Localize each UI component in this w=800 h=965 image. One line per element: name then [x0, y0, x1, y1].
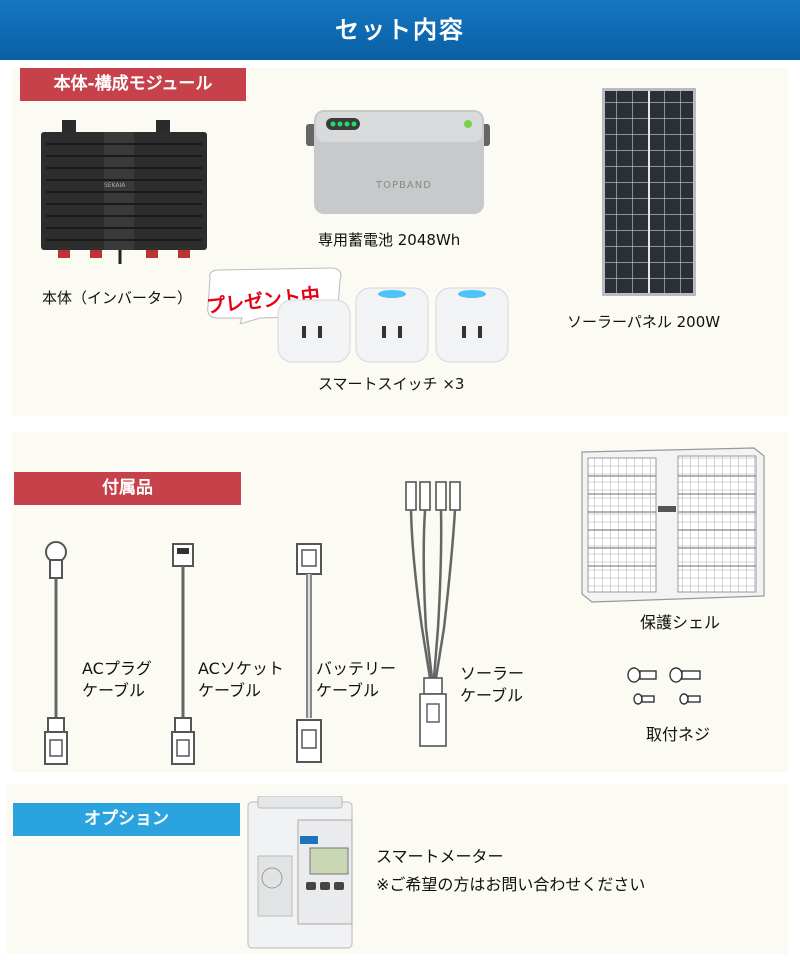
ac-plug-cable-image [40, 540, 72, 768]
protective-shell-caption: 保護シェル [640, 613, 721, 632]
option-note: ※ご希望の方はお問い合わせください [376, 875, 646, 894]
smart-meter-image [246, 795, 356, 952]
solar-cable-image [400, 478, 466, 756]
ac-plug-cable-line2: ケーブル [82, 681, 146, 700]
protective-shell-image [578, 446, 768, 604]
ac-socket-cable-line2: ケーブル [198, 681, 262, 700]
smart-switch-image [276, 282, 518, 364]
solar-panel-caption: ソーラーパネル 200W [567, 313, 721, 331]
header-bar: セット内容 [0, 0, 800, 60]
solar-panel-image [600, 86, 698, 298]
solar-cable-line2: ケーブル [460, 686, 524, 705]
ac-socket-cable-image [167, 540, 199, 768]
screws-caption: 取付ネジ [646, 725, 711, 744]
battery-caption: 専用蓄電池 2048Wh [318, 231, 461, 249]
smart-switch-caption: スマートスイッチ ×3 [318, 375, 465, 393]
smart-meter-caption: スマートメーター [376, 847, 504, 866]
battery-image [302, 108, 496, 218]
inverter-image [38, 118, 210, 264]
battery-cable-line2: ケーブル [316, 681, 380, 700]
main-module-label: 本体-構成モジュール [20, 68, 246, 101]
inverter-caption: 本体（インバーター） [42, 289, 193, 307]
battery-cable-image [292, 540, 326, 768]
accessories-label: 付属品 [14, 472, 241, 505]
inverter-brand: SEKAIA [104, 182, 126, 189]
battery-brand: TOPBAND [376, 180, 432, 191]
ac-socket-cable-line1: ACソケット [198, 659, 284, 678]
battery-cable-line1: バッテリー [316, 659, 397, 678]
ac-plug-cable-line1: ACプラグ [82, 659, 152, 678]
page-title: セット内容 [335, 16, 465, 44]
screws-image [624, 664, 708, 710]
option-label: オプション [13, 803, 240, 836]
solar-cable-line1: ソーラー [460, 664, 525, 683]
